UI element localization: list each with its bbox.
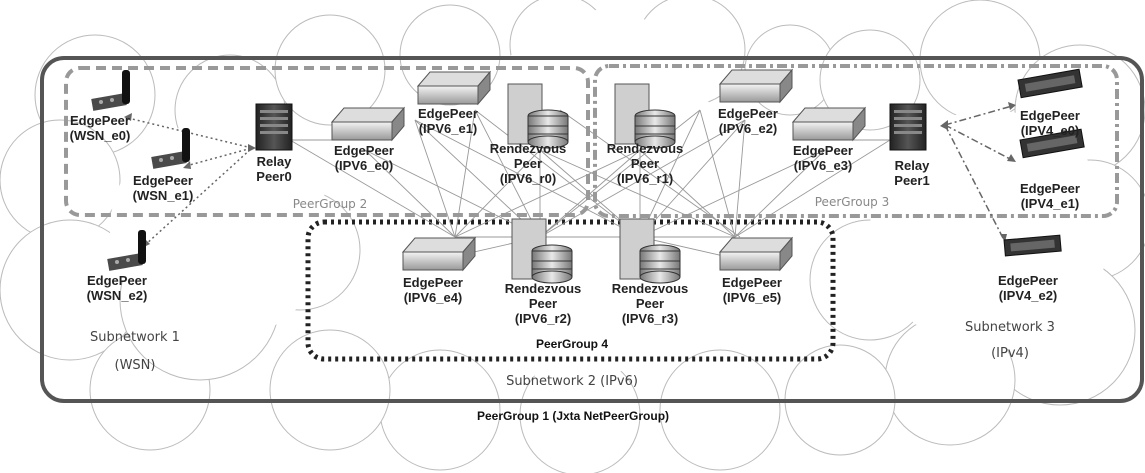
node-label-ipv6-e4: EdgePeer(IPV6_e4) — [403, 275, 463, 305]
rendezvous-database-server-icon — [619, 218, 681, 284]
server-icon — [791, 106, 867, 142]
subnetwork-3-name: Subnetwork 3 — [965, 320, 1055, 335]
relay-tower-server-icon — [255, 103, 293, 151]
server-icon — [718, 236, 794, 272]
node-label-ipv4-e1: EdgePeer(IPV4_e1) — [1020, 181, 1080, 211]
relay-tower-server-icon — [889, 103, 927, 151]
ipv4-links — [944, 105, 1013, 239]
node-labels: EdgePeer(WSN_e0) EdgePeer(WSN_e1) EdgePe… — [70, 106, 1080, 326]
rendezvous-database-server-icon — [614, 83, 676, 149]
peergroup-3-boundary — [593, 64, 1119, 218]
node-label-ipv4-e2: EdgePeer(IPV4_e2) — [998, 273, 1058, 303]
peergroup-2-boundary — [64, 66, 590, 217]
wsn-sensor-board-icon — [91, 70, 130, 111]
rendezvous-database-server-icon — [511, 218, 573, 284]
wsn-links — [127, 117, 253, 246]
node-label-wsn-e0: EdgePeer(WSN_e0) — [70, 113, 131, 143]
node-label-wsn-e1: EdgePeer(WSN_e1) — [133, 173, 194, 203]
node-label-ipv6-e3: EdgePeer(IPV6_e3) — [793, 143, 853, 173]
peergroup-4-boundary — [305, 219, 836, 362]
rendezvous-database-server-icon — [507, 83, 569, 149]
server-icon — [401, 236, 477, 272]
node-label-ipv6-e5: EdgePeer(IPV6_e5) — [722, 275, 782, 305]
subnetwork-2-label: Subnetwork 2 (IPv6) — [506, 374, 638, 389]
ipv4-board-icon — [1019, 128, 1085, 159]
node-label-ipv4-e0: EdgePeer(IPV4_e0) — [1020, 108, 1080, 138]
server-icon — [718, 68, 794, 104]
server-icon — [416, 70, 492, 106]
subnetwork-1-name: Subnetwork 1 — [90, 330, 180, 345]
peergroup-1-label: PeerGroup 1 (Jxta NetPeerGroup) — [477, 409, 669, 423]
peergroup-1-boundary — [40, 56, 1144, 403]
server-icon — [330, 106, 406, 142]
ipv6-connections — [289, 109, 891, 263]
peergroup-3-label: PeerGroup 3 — [815, 195, 890, 209]
subnetwork-1-type: (WSN) — [115, 358, 156, 373]
node-label-ipv6-e0: EdgePeer(IPV6_e0) — [334, 143, 394, 173]
peergroup-2-label: PeerGroup 2 — [293, 197, 368, 211]
wsn-sensor-board-icon — [107, 230, 146, 271]
ipv4-board-icon — [1003, 234, 1062, 257]
node-label-wsn-e2: EdgePeer(WSN_e2) — [87, 273, 148, 303]
peergroup-4-label: PeerGroup 4 — [536, 337, 608, 351]
node-label-ipv6-e2: EdgePeer(IPV6_e2) — [718, 106, 778, 136]
ipv4-board-icon — [1017, 68, 1083, 99]
node-label-ipv6-e1: EdgePeer(IPV6_e1) — [418, 106, 478, 136]
wsn-sensor-board-icon — [151, 128, 190, 169]
subnetwork-3-type: (IPv4) — [991, 346, 1029, 361]
